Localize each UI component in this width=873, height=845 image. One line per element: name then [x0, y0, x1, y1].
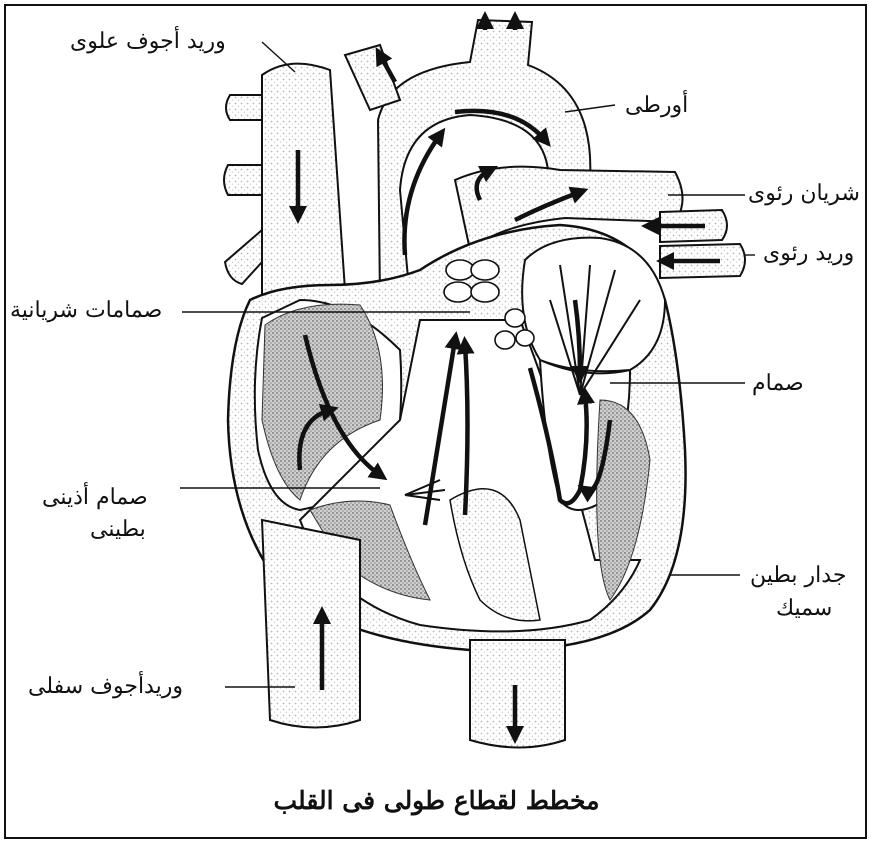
- label-superior-vena-cava: وريد أجوف علوى: [70, 28, 226, 56]
- label-aorta: أورطى: [625, 92, 688, 120]
- descending-aorta: [470, 640, 565, 748]
- label-semilunar-valves: صمامات شريانية: [10, 297, 162, 325]
- svc-branches: [224, 95, 262, 284]
- left-atrium: [522, 238, 665, 372]
- label-pulmonary-artery: شريان رئوى: [748, 180, 860, 208]
- label-ventricle-wall-line2: سميك: [776, 595, 832, 623]
- label-valve: صمام: [752, 370, 804, 398]
- label-inferior-vena-cava: وريدأجوف سفلى: [28, 673, 183, 701]
- pulmonary-veins: [660, 210, 745, 278]
- label-ventricle-wall-line1: جدار بطين: [750, 562, 846, 590]
- superior-vena-cava: [262, 64, 345, 300]
- label-pulmonary-vein: وريد رئوى: [763, 240, 854, 268]
- diagram-caption: مخطط لقطاع طولى فى القلب: [0, 786, 873, 815]
- label-av-valve-line2: بطينى: [90, 516, 146, 544]
- inferior-vena-cava: [262, 520, 360, 728]
- label-av-valve-line1: صمام أذينى: [42, 484, 148, 512]
